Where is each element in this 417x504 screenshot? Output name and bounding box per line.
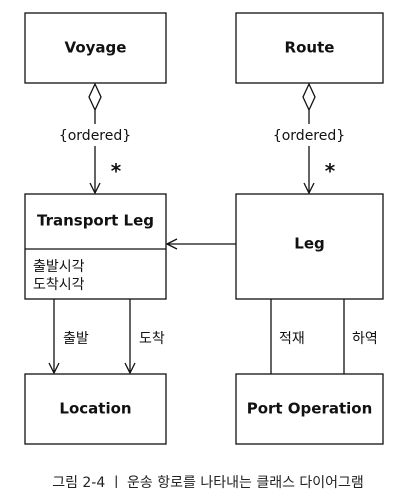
voyage-transport-leg-aggregation: {ordered} * <box>59 82 131 193</box>
port-operation-class: Port Operation <box>235 373 384 445</box>
unloading-label: 하역 <box>352 331 378 347</box>
transport-leg-location-associations: 출발 도착 <box>54 299 165 373</box>
ordered-label-right: {ordered} <box>273 128 345 144</box>
port-operation-class-name: Port Operation <box>247 400 373 418</box>
loading-label: 적재 <box>279 331 305 347</box>
figure-caption: 그림 2-4 ㅣ 운송 항로를 나타내는 클래스 다이어그램 <box>52 475 364 491</box>
transport-leg-class-name: Transport Leg <box>37 212 154 230</box>
route-leg-aggregation: {ordered} * <box>273 82 345 193</box>
voyage-class-name: Voyage <box>65 39 127 57</box>
route-class-name: Route <box>285 39 335 57</box>
aggregation-diamond-left <box>88 82 102 112</box>
multiplicity-label-right: * <box>325 159 336 183</box>
leg-class: Leg <box>235 193 384 300</box>
arrival-label: 도착 <box>139 331 165 347</box>
attribute-departure-time: 출발시각 <box>33 259 85 275</box>
route-class: Route <box>235 12 384 84</box>
multiplicity-label-left: * <box>111 159 122 183</box>
location-class-name: Location <box>59 400 131 418</box>
leg-class-name: Leg <box>294 235 324 253</box>
location-class: Location <box>24 373 167 445</box>
attribute-arrival-time: 도착시각 <box>33 277 85 293</box>
aggregation-diamond-right <box>302 82 316 112</box>
departure-label: 출발 <box>63 331 89 347</box>
leg-port-operation-associations: 적재 하역 <box>270 299 378 374</box>
transport-leg-class: Transport Leg 출발시각 도착시각 <box>24 193 167 300</box>
ordered-label-left: {ordered} <box>59 128 131 144</box>
voyage-class: Voyage <box>24 12 167 84</box>
